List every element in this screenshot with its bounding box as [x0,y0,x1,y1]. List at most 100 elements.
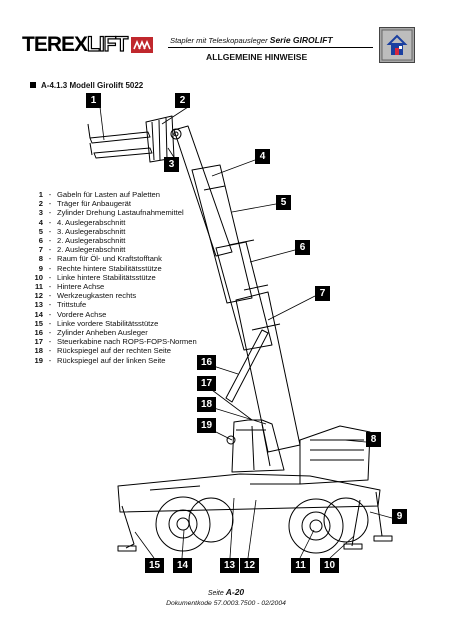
legend-dash: - [48,337,52,347]
stabilizers [117,491,393,552]
callout-1: 1 [86,93,101,108]
lift-cylinder [225,329,269,403]
page-title: ALLGEMEINE HINWEISE [206,52,308,62]
legend-dash: - [48,300,52,310]
legend-number: 5 [38,226,43,236]
callout-14: 14 [173,558,192,573]
legend-item: 6-2. Auslegerabschnitt [27,236,197,245]
legend-item: 19-Rückspiegel auf der linken Seite [27,356,197,365]
legend-text: Rückspiegel auf der rechten Seite [57,346,171,356]
header-divider [168,47,373,48]
legend-number: 9 [38,263,43,273]
legend-number: 11 [34,282,43,292]
legend-item: 7-2. Auslegerabschnitt [27,245,197,254]
legend-text: Rechte hintere Stabilitätsstütze [57,263,162,273]
legend-text: Zylinder Anheben Ausleger [57,328,148,338]
legend-text: Linke vordere Stabilitätsstütze [57,318,159,328]
legend-dash: - [48,318,52,328]
legend-item: 10-Linke hintere Stabilitätsstütze [27,273,197,282]
callout-3: 3 [164,157,179,172]
subtitle-prefix: Stapler mit Teleskopausleger [170,36,268,45]
legend-number: 13 [34,300,43,310]
callout-12: 12 [240,558,259,573]
legend-dash: - [48,226,52,236]
callout-17: 17 [197,376,216,391]
callout-7: 7 [315,286,330,301]
legend-text: Gabeln für Lasten auf Paletten [57,190,161,199]
legend-dash: - [48,309,52,319]
legend-text: Raum für Öl- und Kraftstofftank [57,254,162,264]
legend-text: Hintere Achse [57,282,105,292]
callout-16: 16 [197,355,216,370]
legend-item: 8-Raum für Öl- und Kraftstofftank [27,254,197,263]
front-wheel [155,496,234,552]
legend-dash: - [48,355,52,365]
legend-item: 17-Steuerkabine nach ROPS-FOPS-Normen [27,337,197,346]
legend-number: 17 [34,337,43,347]
legend-number: 3 [38,208,43,218]
callout-4: 4 [255,149,270,164]
legend-dash: - [48,263,52,273]
legend-dash: - [48,199,52,209]
callout-10: 10 [320,558,339,573]
legend-text: Rückspiegel auf der linken Seite [57,355,166,365]
legend-number: 15 [34,318,43,328]
callout-13: 13 [220,558,239,573]
legend-item: 4-4. Auslegerabschnitt [27,218,197,227]
callout-18: 18 [197,397,216,412]
legend-dash: - [48,245,52,255]
legend-number: 8 [38,254,43,264]
legend-dash: - [48,328,52,338]
legend-item: 11-Hintere Achse [27,282,197,291]
bullet-square-icon [30,82,36,88]
legend-number: 7 [38,245,43,255]
legend-number: 19 [34,355,43,365]
header-subtitle: Stapler mit Teleskopausleger Serie GIROL… [170,35,333,45]
legend-number: 6 [38,236,43,246]
legend-number: 18 [34,346,43,356]
page-label: Seite [207,590,224,597]
subtitle-series: Serie GIROLIFT [269,35,333,45]
legend-text: Linke hintere Stabilitätsstütze [57,272,156,282]
legend-item: 14-Vordere Achse [27,310,197,319]
callout-19: 19 [197,418,216,433]
legend-dash: - [48,272,52,282]
legend-item: 1-Gabeln für Lasten auf Paletten [27,190,197,199]
legend-item: 18-Rückspiegel auf der rechten Seite [27,346,197,355]
legend-text: 4. Auslegerabschnitt [57,217,126,227]
cab [226,419,285,473]
callout-9: 9 [392,509,407,524]
home-icon [381,29,413,61]
section-title: A-4.1.3 Modell Girolift 5022 [41,81,144,90]
document-code: Dokumentkode 57.0003.7500 - 02/2004 [166,600,286,607]
callout-15: 15 [145,558,164,573]
legend-number: 16 [34,328,43,338]
legend-text: Zylinder Drehung Lastaufnahmemittel [57,208,184,218]
legend-number: 1 [38,190,43,199]
page-number-value: A-20 [225,587,245,597]
legend-item: 3-Zylinder Drehung Lastaufnahmemittel [27,208,197,217]
legend-item: 9-Rechte hintere Stabilitätsstütze [27,264,197,273]
logo-emblem-icon [131,37,154,53]
legend-dash: - [48,217,52,227]
legend-text: Trittstufe [57,300,87,310]
terexlift-logo: TEREXLIFT [22,32,154,57]
legend-number: 12 [34,291,43,301]
rear-wheel [288,497,369,554]
legend-number: 2 [38,199,43,209]
logo-text: TEREXLIFT [22,32,129,56]
legend-dash: - [48,346,52,356]
legend-dash: - [48,291,52,301]
legend-text: Träger für Anbaugerät [57,199,132,209]
legend-item: 2-Träger für Anbaugerät [27,199,197,208]
legend-dash: - [48,254,52,264]
forks [87,123,153,159]
legend-text: 3. Auslegerabschnitt [57,226,126,236]
legend-dash: - [48,190,52,199]
legend-dash: - [48,236,52,246]
legend-item: 16-Zylinder Anheben Ausleger [27,328,197,337]
callout-8: 8 [366,432,381,447]
legend-dash: - [48,282,52,292]
home-button[interactable] [379,27,415,63]
